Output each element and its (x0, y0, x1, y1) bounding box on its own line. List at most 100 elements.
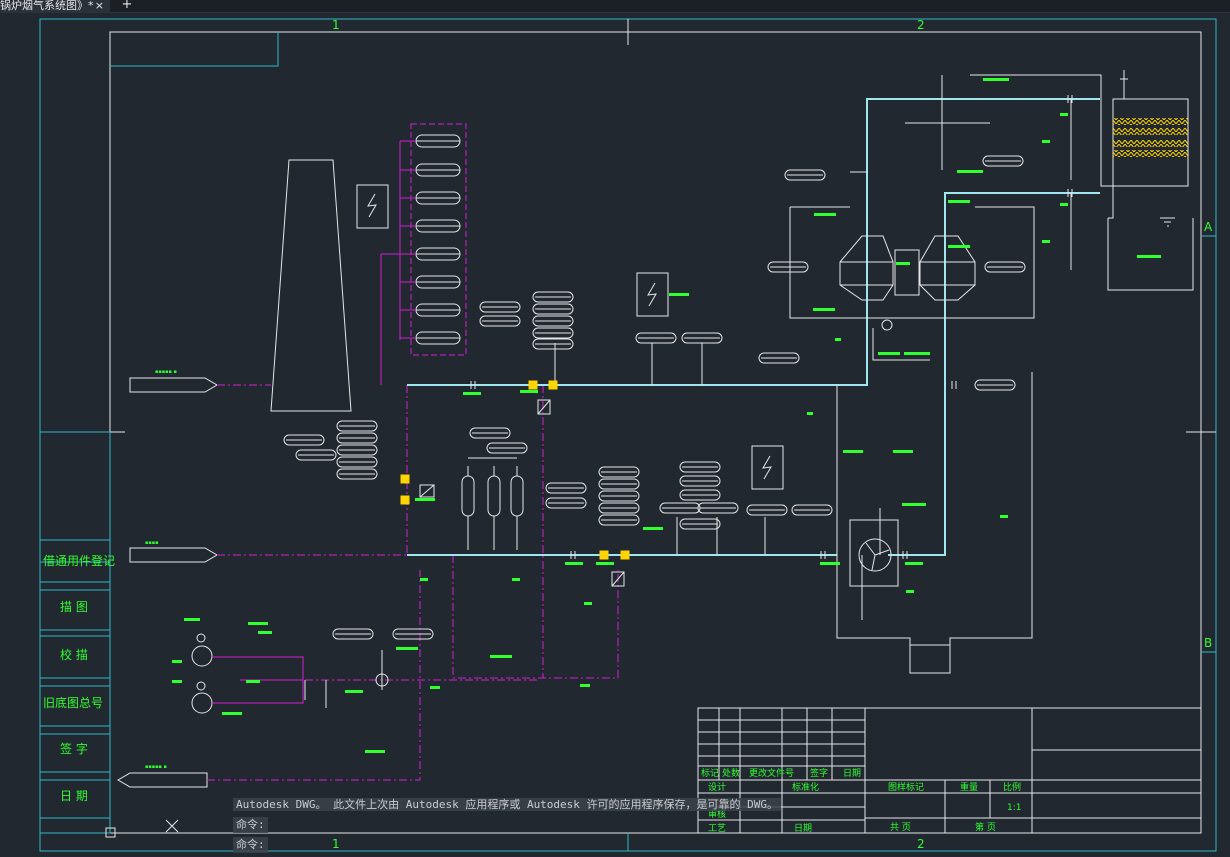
instrument-panel (410, 123, 467, 356)
tb-weight: 重量 (960, 781, 978, 793)
tag-bubble (679, 461, 721, 473)
tab-drawing[interactable]: 锅炉烟气系统图》* × (0, 0, 110, 12)
chimney (270, 159, 352, 412)
damper-actuators (419, 399, 625, 587)
label-inlet-1: ▪▪▪▪▪ ▪ (155, 369, 177, 375)
annotation-label (820, 562, 840, 565)
tag-bubble (336, 468, 378, 480)
annotation-label (957, 170, 983, 173)
annotation-label (584, 602, 592, 605)
dampers[interactable] (400, 380, 630, 560)
tag-bubble (984, 261, 1026, 273)
annotation-label (1000, 515, 1008, 518)
tag-bubble (679, 475, 721, 487)
command-prompt-1: 命令: (233, 817, 268, 833)
tag-bubble (758, 352, 800, 364)
circulation-pumps (191, 633, 389, 714)
annotation-label (904, 352, 930, 355)
drawing-canvas[interactable]: 1 2 1 2 A B 借通用件登记 描 图 校 描 旧底图总号 签 字 日 期 (0, 13, 1230, 854)
sump (909, 644, 951, 674)
instrument-leads (380, 140, 416, 385)
tb-sheets-total: 共 页 (890, 822, 911, 833)
tag-bubble (791, 504, 833, 516)
tb-header-sign: 签字 (810, 767, 828, 779)
panel-label-date: 日 期 (60, 789, 88, 803)
annotation-label (905, 562, 923, 565)
grid-label-top-1: 1 (332, 18, 340, 32)
annotation-label (814, 213, 836, 216)
label-outlet: ▪▪▪▪▪ ▪ (145, 764, 167, 770)
annotation-label (222, 712, 242, 715)
annotation-label (520, 390, 538, 393)
grid-label-top-2: 2 (917, 18, 925, 32)
annotation-label (396, 647, 418, 650)
tag-bubble (598, 490, 640, 502)
induced-draft-fan (849, 519, 899, 587)
outer-border (39, 18, 1217, 852)
tag-bubble (532, 327, 574, 339)
tb-header-change: 更改文件号 (749, 767, 794, 779)
tab-bar: 锅炉烟气系统图》* × + (0, 0, 1230, 13)
annotation-label (345, 690, 363, 693)
tag-bubble (486, 442, 528, 454)
heat-exchangers (839, 235, 976, 361)
tag-bubble (746, 504, 788, 516)
tag-bubble (974, 379, 1016, 391)
instrument-tags (283, 155, 1026, 640)
tb-header-date: 日期 (843, 768, 861, 779)
annotation-label (643, 527, 663, 530)
annotation-label (807, 412, 813, 415)
annotation-label (893, 450, 913, 453)
close-icon[interactable]: × (94, 0, 104, 12)
annotation-label (835, 338, 841, 341)
tb-role-process: 工艺 (708, 823, 726, 834)
tag-bubble (332, 628, 374, 640)
tb-sheet-no: 第 页 (975, 821, 996, 833)
left-panel (39, 431, 111, 834)
tb-role-design: 设计 (708, 781, 726, 793)
annotation-label (430, 686, 440, 689)
top-left-box (110, 32, 279, 67)
annotation-label (184, 618, 200, 621)
annotation-label (580, 684, 590, 687)
tag-bubble (598, 502, 640, 514)
tab-title: 锅炉烟气系统图》* (0, 0, 94, 12)
tag-bubble (336, 456, 378, 468)
filter-tanks (461, 457, 524, 550)
annotation-label (1060, 203, 1068, 206)
annotation-label (896, 262, 910, 265)
annotation-labels (172, 78, 1161, 753)
panel-label-sign: 签 字 (60, 741, 88, 756)
annotation-label (1042, 140, 1050, 143)
flue-dashlines (207, 384, 619, 781)
new-tab-button[interactable]: + (121, 0, 133, 12)
annotation-label (843, 450, 863, 453)
command-line[interactable]: Autodesk DWG。 此文件上次由 Autodesk 应用程序或 Auto… (233, 797, 782, 857)
tag-bubble (681, 332, 723, 344)
annotation-label (1042, 240, 1050, 243)
command-prompt-2[interactable]: 命令: (233, 837, 268, 853)
tb-stage: 图样标记 (888, 781, 924, 793)
tag-bubble (336, 420, 378, 432)
tag-bubble (767, 261, 809, 273)
electric-box-3 (751, 445, 784, 490)
base-point-marker (105, 827, 116, 838)
tag-bubble (545, 482, 587, 494)
tag-bubble (392, 628, 434, 640)
tag-bubble (697, 502, 739, 514)
panel-label-trace: 描 图 (60, 600, 88, 614)
annotation-label (948, 245, 970, 248)
annotation-label (983, 78, 1009, 81)
annotation-label (172, 680, 182, 683)
tag-bubble (469, 427, 511, 439)
annotation-label (258, 631, 272, 634)
tb-header-mark: 标记 (701, 767, 719, 779)
panel-label-old-no: 旧底图总号 (43, 695, 103, 710)
tag-bubble (545, 497, 587, 509)
annotation-label (948, 200, 970, 203)
annotation-label (512, 578, 520, 581)
drawing-frame (109, 31, 1202, 834)
electric-box-1 (356, 184, 389, 229)
title-block (697, 707, 1202, 834)
tag-bubble (679, 489, 721, 501)
